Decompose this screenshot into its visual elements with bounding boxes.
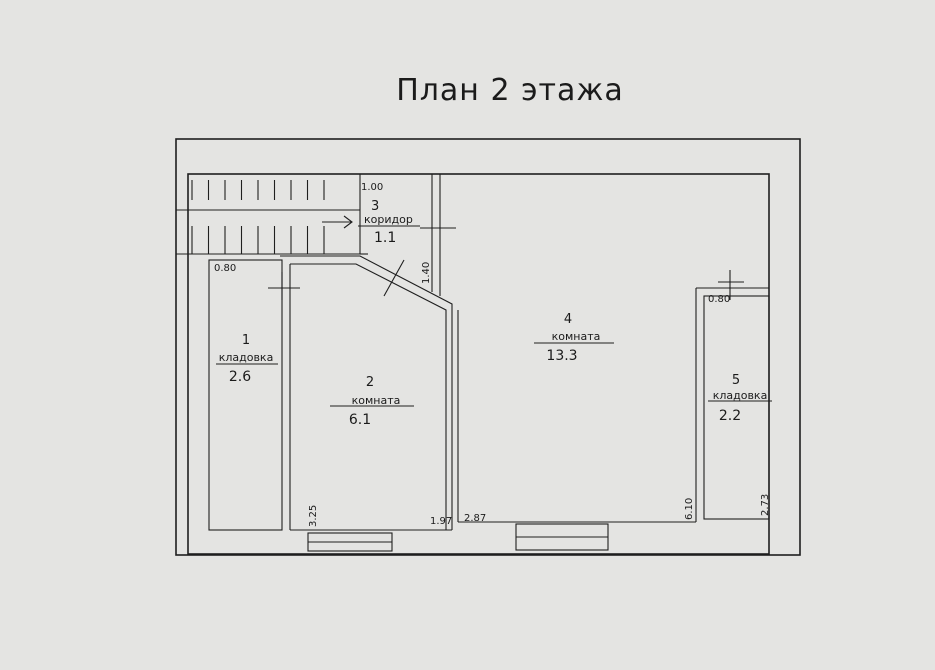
room-5-label: 5 кладовка 2.2 (708, 373, 772, 424)
room-name: кладовка (713, 389, 768, 402)
dim-corridor-length: 1.40 (421, 262, 432, 284)
room-area: 13.3 (546, 348, 577, 364)
room2-walls (268, 255, 453, 531)
room-name: комната (352, 394, 401, 407)
staircase (176, 174, 368, 255)
dim-room2-length: 3.25 (308, 505, 319, 527)
room5-walls (703, 270, 770, 520)
plan-title: План 2 этажа (396, 73, 624, 108)
room-area: 2.6 (229, 369, 251, 385)
window-right (515, 523, 609, 551)
room-name: комната (552, 330, 601, 343)
dim-storage5-length: 2.73 (760, 494, 771, 516)
room-name: кладовка (219, 351, 274, 364)
room-3-label: 3 коридор 1.1 (358, 199, 420, 246)
room-number: 5 (732, 373, 740, 388)
room-area: 1.1 (374, 230, 396, 246)
room-number: 3 (371, 199, 379, 214)
window-left (307, 532, 393, 552)
room-name: коридор (364, 213, 413, 226)
outer-walls (175, 138, 801, 556)
room-area: 6.1 (349, 412, 371, 428)
room-area: 2.2 (719, 408, 741, 424)
room1-walls (208, 259, 283, 531)
room-number: 1 (242, 333, 250, 348)
dim-corridor-width: 1.00 (361, 182, 383, 193)
room-number: 2 (366, 375, 374, 390)
corridor-walls (420, 174, 456, 296)
room-2-label: 2 комната 6.1 (330, 375, 414, 428)
room-1-label: 1 кладовка 2.6 (216, 333, 278, 385)
dim-storage5-width: 0.80 (708, 294, 730, 305)
dim-room4-width: 2.87 (464, 513, 486, 524)
room-number: 4 (564, 312, 572, 327)
room-4-label: 4 комната 13.3 (534, 312, 614, 364)
room4-walls (457, 287, 769, 523)
dim-storage1-width: 0.80 (214, 263, 236, 274)
dim-room2-width: 1.97 (430, 516, 452, 527)
dim-room4-length: 6.10 (684, 498, 695, 520)
